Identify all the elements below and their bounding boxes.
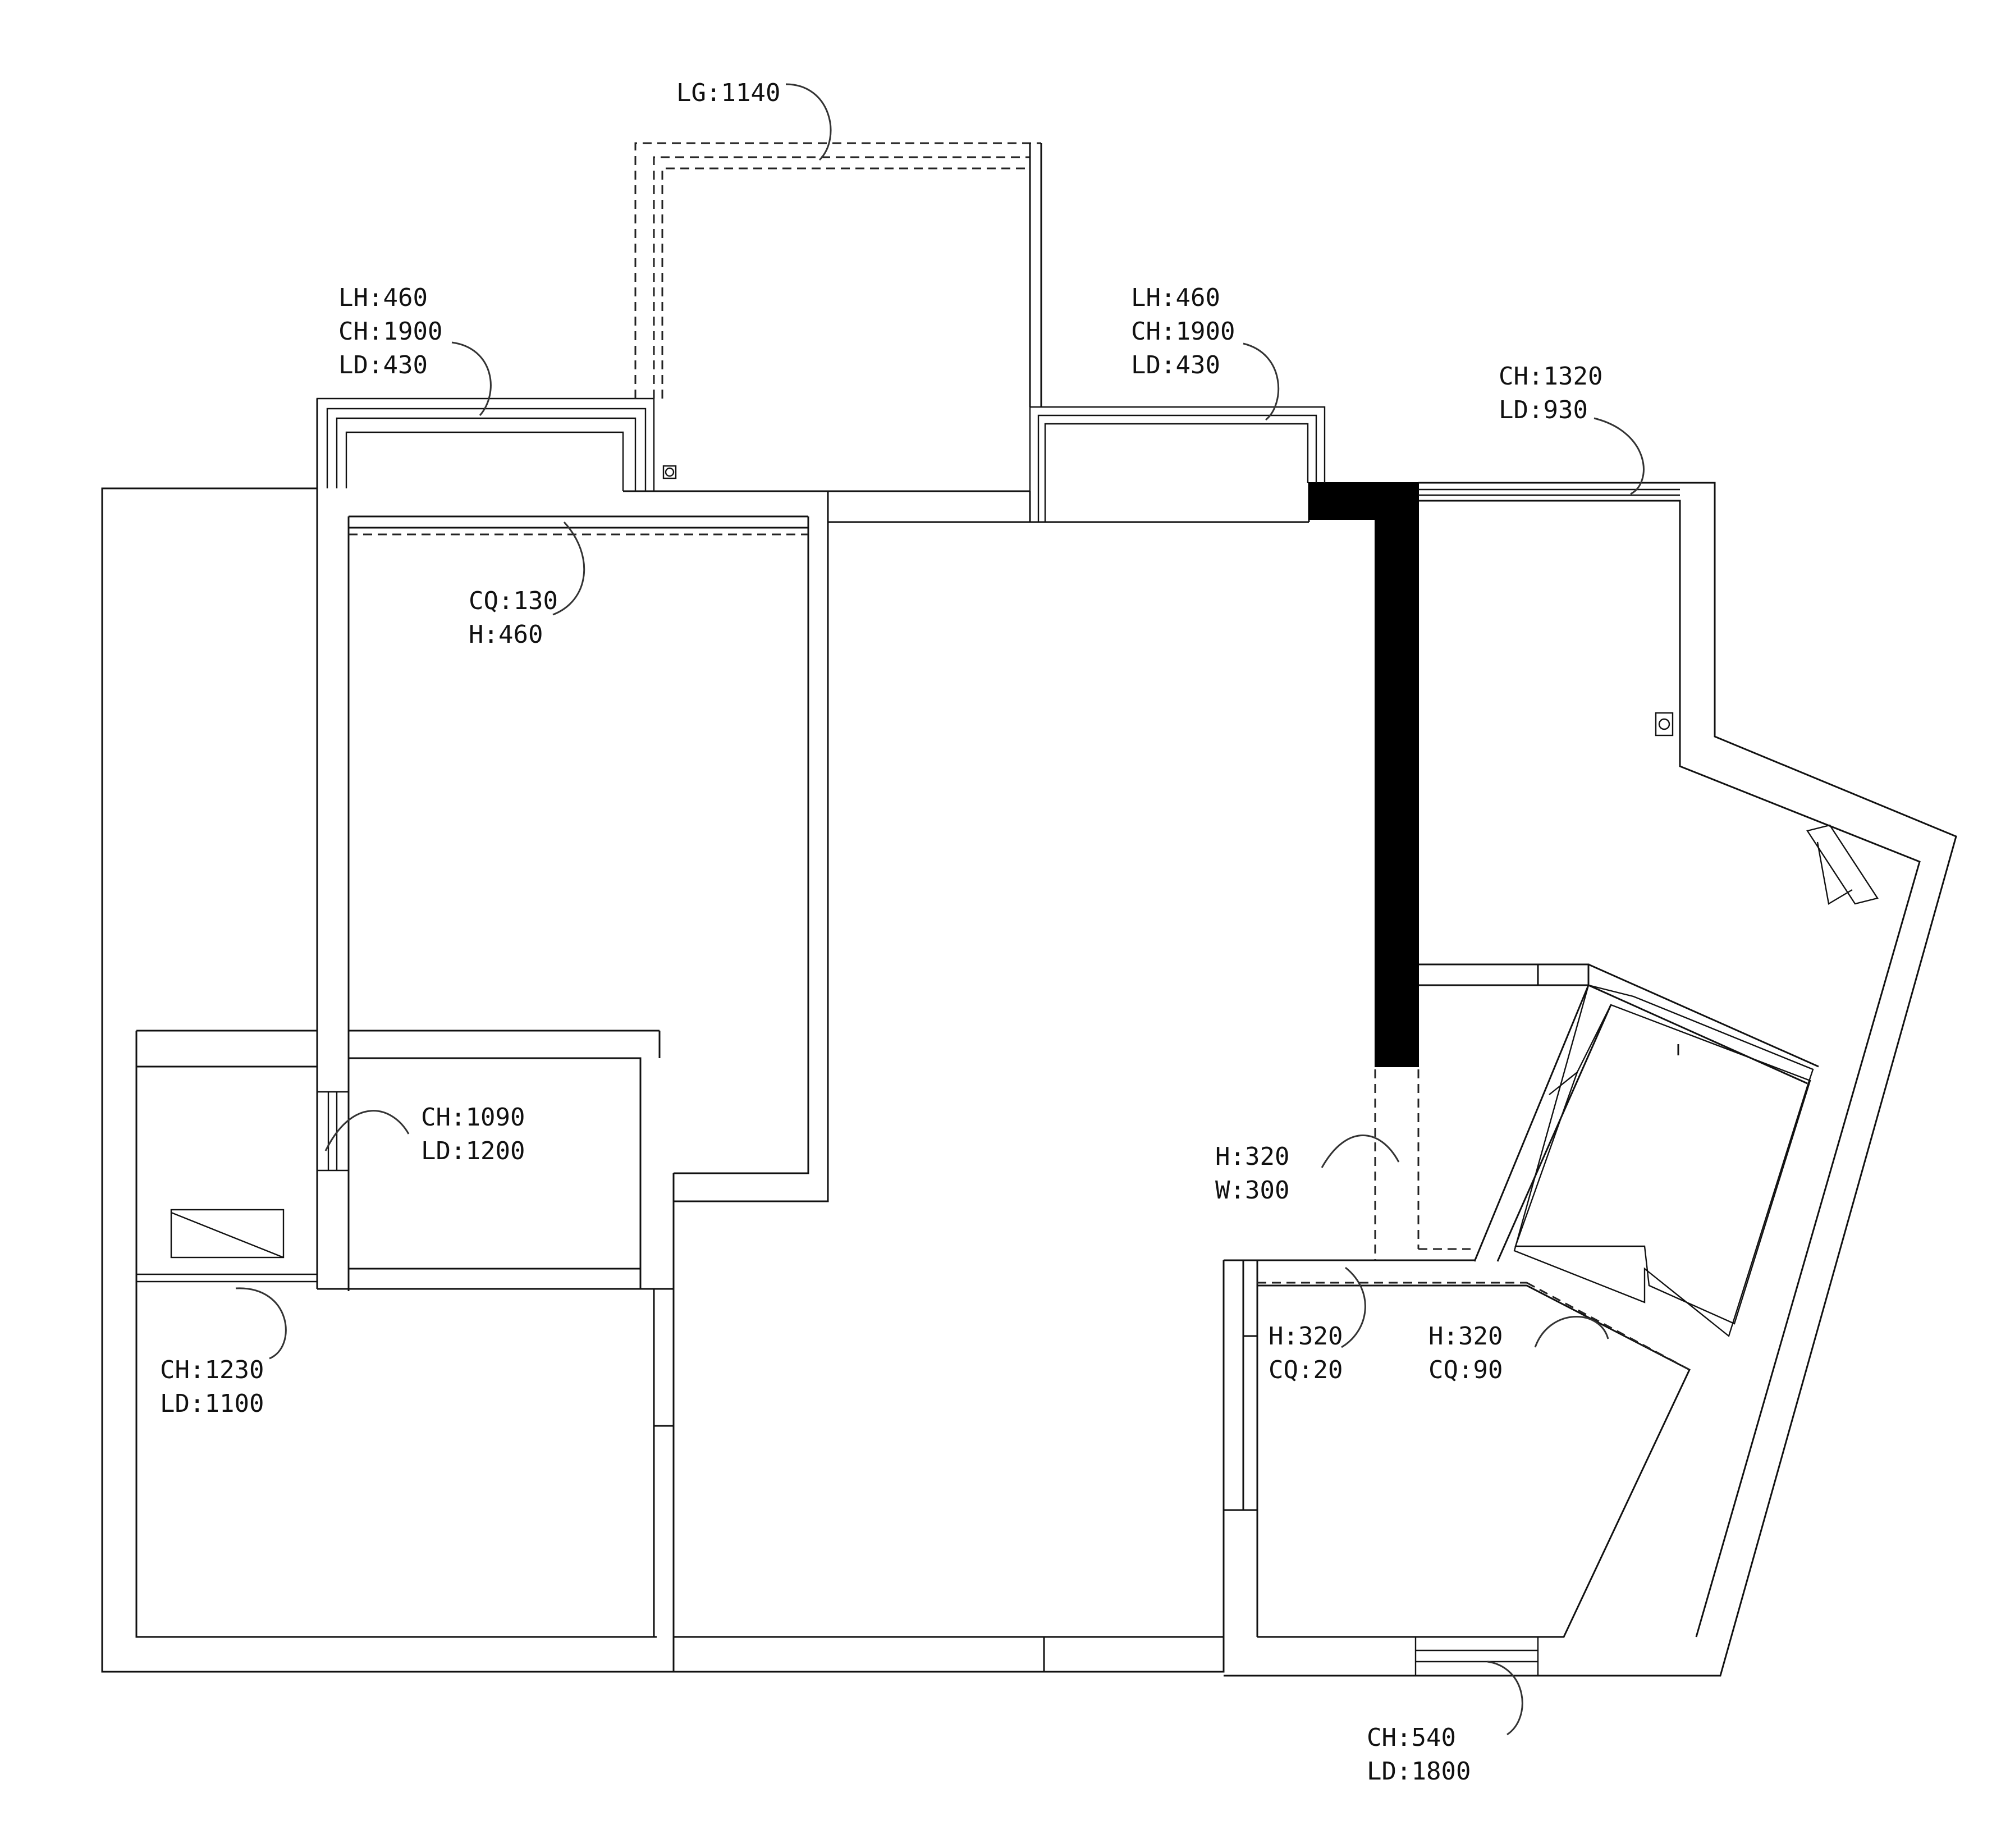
soffit-lines [349, 533, 1690, 1371]
label-window-small-ld: LD:1200 [421, 1137, 525, 1165]
label-window-tl-ld: LD:430 [338, 351, 428, 379]
label-window-br-ld: LD:1800 [1367, 1757, 1471, 1786]
label-balcony-lg: LG:1140 [676, 79, 780, 107]
label-window-tr-ld: LD:930 [1499, 396, 1588, 424]
drain-symbol-top [662, 465, 677, 479]
label-soffit-ra-cq: CQ:20 [1269, 1356, 1343, 1384]
exterior-walls [101, 399, 1957, 1677]
label-window-br-ch: CH:540 [1367, 1723, 1456, 1752]
annotation-leaders [235, 83, 1645, 1736]
label-soffit-rb-h: H:320 [1428, 1322, 1503, 1351]
drain-symbol-right [1655, 712, 1674, 737]
label-window-tm-ld: LD:430 [1131, 351, 1220, 379]
balcony [634, 142, 1042, 492]
label-soffit-left-h: H:460 [469, 620, 543, 649]
label-window-tl-lh: LH:460 [338, 283, 428, 312]
label-opening-w: W:300 [1215, 1176, 1289, 1205]
label-soffit-rb-cq: CQ:90 [1428, 1356, 1503, 1384]
label-window-tm-ch: CH:1900 [1131, 317, 1235, 346]
removed-wall-solid [1308, 482, 1419, 1067]
fixtures [170, 465, 1674, 1672]
appliance-box [170, 1209, 285, 1259]
windows [136, 397, 1879, 1676]
label-opening-h: H:320 [1215, 1142, 1289, 1171]
label-window-tl-ch: CH:1900 [338, 317, 442, 346]
annotation-labels: LG:1140 LH:460 CH:1900 LD:430 LH:460 CH:… [160, 79, 1602, 1786]
label-window-small-ch: CH:1090 [421, 1103, 525, 1132]
label-window-ll-ld: LD:1100 [160, 1389, 264, 1418]
label-soffit-left-cq: CQ:130 [469, 587, 558, 615]
label-soffit-ra-h: H:320 [1269, 1322, 1343, 1351]
label-window-tr-ch: CH:1320 [1499, 362, 1602, 391]
label-window-tm-lh: LH:460 [1131, 283, 1220, 312]
label-window-ll-ch: CH:1230 [160, 1356, 264, 1384]
